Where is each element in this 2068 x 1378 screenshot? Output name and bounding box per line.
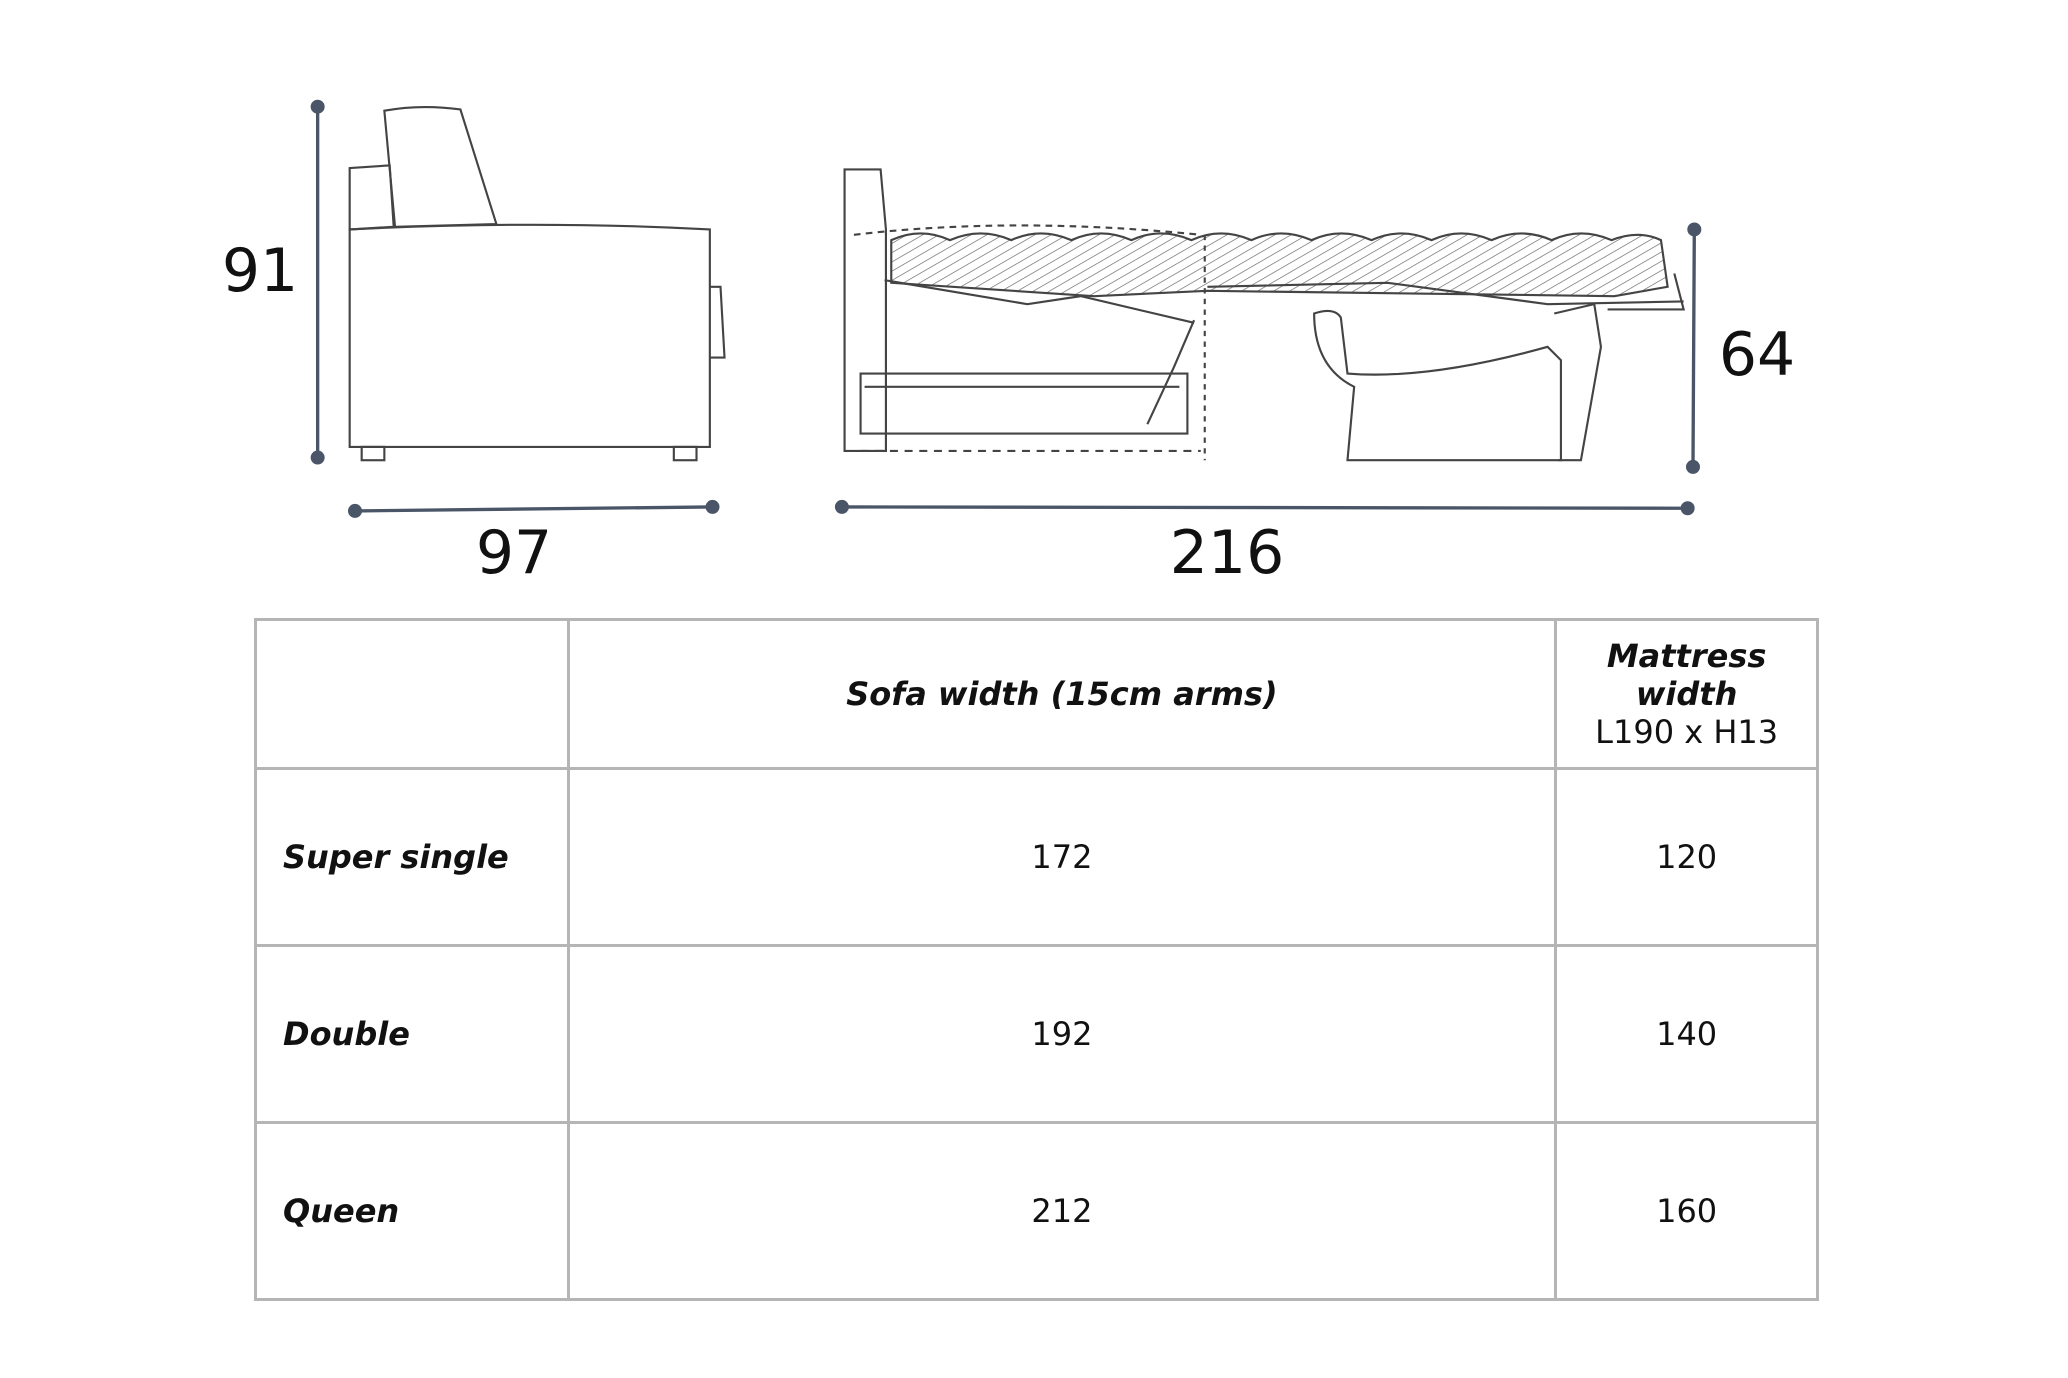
header-empty <box>254 618 570 770</box>
mattress-width-cell: 160 <box>1554 1121 1819 1301</box>
mattress-width-cell: 120 <box>1554 767 1819 947</box>
dimension-lines <box>310 99 1702 518</box>
dimension-side-depth: 97 <box>475 518 553 588</box>
dimension-side-height: 91 <box>221 236 299 306</box>
sofa-width-cell: 192 <box>566 944 1558 1124</box>
sofa-side-view <box>348 105 726 462</box>
table-row: Super single 172 120 <box>254 767 1819 947</box>
header-mattress-sub: L190 x H13 <box>1595 713 1779 751</box>
header-mattress-title: Mattress width <box>1606 637 1767 713</box>
sofa-width-cell: 172 <box>566 767 1558 947</box>
size-table: Sofa width (15cm arms) Mattress width L1… <box>254 618 1819 1301</box>
row-label: Double <box>254 944 570 1124</box>
row-label: Queen <box>254 1121 570 1301</box>
dimension-open-height: 64 <box>1718 320 1796 390</box>
mattress-width-cell: 140 <box>1554 944 1819 1124</box>
header-sofa-width-label: Sofa width (15cm arms) <box>846 675 1278 713</box>
table-header-row: Sofa width (15cm arms) Mattress width L1… <box>254 618 1819 770</box>
dimension-open-length: 216 <box>1169 518 1285 588</box>
table-row: Double 192 140 <box>254 944 1819 1124</box>
sofa-width-cell: 212 <box>566 1121 1558 1301</box>
header-mattress-width: Mattress width L190 x H13 <box>1554 618 1819 770</box>
sofa-bed-open-view <box>843 168 1686 462</box>
row-label: Super single <box>254 767 570 947</box>
header-sofa-width: Sofa width (15cm arms) <box>566 618 1558 770</box>
table-row: Queen 212 160 <box>254 1121 1819 1301</box>
